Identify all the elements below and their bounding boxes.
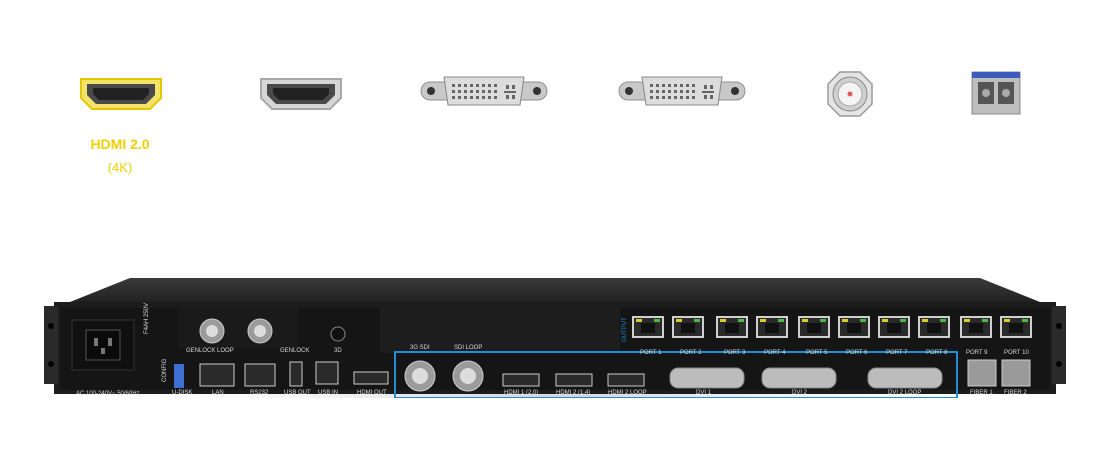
port-1-label: PORT 1: [640, 350, 662, 356]
hdmi-caption-title: HDMI 2.0: [90, 136, 150, 152]
hdmi-icon: [258, 76, 344, 112]
udisk-label: U-DISK: [172, 390, 193, 396]
port-10-label: PORT 10: [1004, 350, 1029, 356]
port-4-rj45[interactable]: [756, 316, 788, 338]
port-5-rj45[interactable]: [798, 316, 830, 338]
port-10-rj45[interactable]: [1000, 316, 1032, 338]
port-6-rj45[interactable]: [838, 316, 870, 338]
usb-in-label: USB IN: [318, 390, 339, 396]
port-5-label: PORT 5: [806, 350, 828, 356]
threed-label: 3D: [334, 348, 342, 354]
dvi2-label: DVI 2: [792, 390, 808, 396]
device-rear-panel: AC 100-240V~ 50/60Hz F4AH 250V GENLOCK L…: [40, 278, 1070, 398]
port-4-label: PORT 4: [764, 350, 786, 356]
hdmi-yellow-icon: [78, 76, 164, 112]
port-8-label: PORT 8: [926, 350, 948, 356]
sdi-3g-label: 3G SDI: [410, 345, 430, 351]
fuse-label: F4AH 250V: [144, 302, 150, 334]
port-2-rj45[interactable]: [672, 316, 704, 338]
power-label: AC 100-240V~ 50/60Hz: [76, 391, 140, 397]
dvi2-loop-label: DVI 2 LOOP: [888, 390, 922, 396]
port-1-rj45[interactable]: [632, 316, 664, 338]
sdi-loop-label: SDI LOOP: [454, 345, 483, 351]
port-3-rj45[interactable]: [716, 316, 748, 338]
config-label: CONFIG: [162, 358, 168, 382]
usb-out-label: USB OUT: [284, 390, 311, 396]
hdmi2-loop-label: HDMI 2 LOOP: [608, 390, 647, 396]
genlock-label: GENLOCK: [280, 348, 310, 354]
output-label: OUTPUT: [622, 317, 628, 342]
port-9-rj45[interactable]: [960, 316, 992, 338]
port-9-label: PORT 9: [966, 350, 988, 356]
dvi1-label: DVI 1: [696, 390, 712, 396]
port-8-rj45[interactable]: [918, 316, 950, 338]
bnc-sdi-icon: [826, 70, 874, 118]
dvi-icon: [618, 74, 746, 108]
hdmi2-label: HDMI 2 (1.4): [556, 390, 591, 396]
port-3-label: PORT 3: [724, 350, 746, 356]
fiber1-label: FIBER 1: [970, 390, 993, 396]
hdmi1-label: HDMI 1 (2.0): [504, 390, 539, 396]
rs232-label: RS232: [250, 390, 269, 396]
port-7-rj45[interactable]: [878, 316, 910, 338]
lan-label: LAN: [212, 390, 224, 396]
port-2-label: PORT 2: [680, 350, 702, 356]
port-7-label: PORT 7: [886, 350, 908, 356]
fiber2-label: FIBER 2: [1004, 390, 1027, 396]
sfp-fiber-icon: [970, 70, 1022, 116]
hdmi-caption-sub: (4K): [107, 160, 133, 175]
dvi-icon: [420, 74, 548, 108]
genlock-loop-label: GENLOCK LOOP: [186, 348, 234, 354]
port-6-label: PORT 6: [846, 350, 868, 356]
hdmi-out-label: HDMI OUT: [357, 390, 387, 396]
